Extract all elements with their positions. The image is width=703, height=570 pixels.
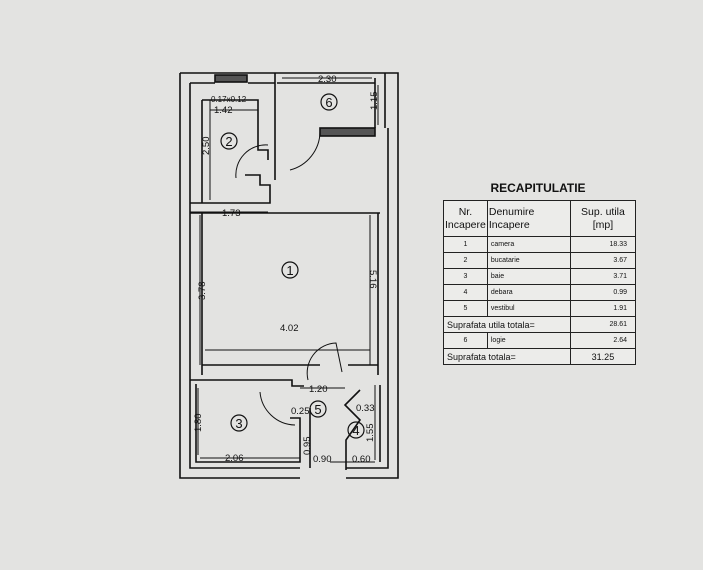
row-nr: 2 xyxy=(443,252,488,269)
dim-label: 5.16 xyxy=(367,270,378,289)
row-name: logie xyxy=(486,332,571,349)
row-name: debara xyxy=(486,284,571,301)
total-label: Suprafata totala= xyxy=(443,348,571,365)
dim-label: 1.42 xyxy=(214,105,233,116)
dim-label: 0.95 xyxy=(302,437,313,456)
room-1-label: 1 xyxy=(286,263,293,278)
dim-label: 2.50 xyxy=(201,137,212,156)
room-number-circles xyxy=(220,93,365,439)
room-2-label: 2 xyxy=(225,134,232,149)
header-nr: Nr. Incapere xyxy=(443,200,488,237)
walls xyxy=(179,72,399,479)
dim-label: 1.55 xyxy=(365,424,376,443)
header-name: Denumire Incapere xyxy=(486,200,571,237)
row-name: bucatarie xyxy=(486,252,571,269)
row-name: vestibul xyxy=(486,300,571,317)
row-area: 3.71 xyxy=(569,268,637,285)
dim-label: 2.30 xyxy=(318,74,337,85)
dim-label: 0.25 xyxy=(291,406,310,417)
dimension-labels: 2.30 1.15 0.17x0.12 1.42 2.50 1.73 3.78 … xyxy=(193,74,380,465)
dim-label: 3.78 xyxy=(197,282,208,301)
table-title: RECAPITULATIE xyxy=(490,181,586,195)
summary-table: Nr. Incapere Denumire Incapere Sup. util… xyxy=(443,200,637,365)
dim-label: 0.17x0.12 xyxy=(211,95,247,104)
header-area: Sup. utila [mp] xyxy=(569,200,637,237)
row-area: 1.91 xyxy=(569,300,637,317)
room-6-label: 6 xyxy=(325,95,332,110)
door-swings xyxy=(235,131,343,426)
room-5-label: 5 xyxy=(314,402,321,417)
total-value: 31.25 xyxy=(569,348,637,365)
dim-label: 0.33 xyxy=(356,403,375,414)
room-3-label: 3 xyxy=(235,416,242,431)
subtotal-value: 28.61 xyxy=(569,316,637,333)
dim-label: 1.20 xyxy=(309,384,328,395)
room-numbers: 1 2 3 4 5 6 xyxy=(225,95,359,438)
row-area: 3.67 xyxy=(569,252,637,269)
dim-label: 1.80 xyxy=(193,414,204,433)
row-area: 18.33 xyxy=(569,236,637,253)
row-nr: 3 xyxy=(443,268,488,285)
subtotal-row: Suprafata utila totala=28.61 xyxy=(443,316,637,333)
row-area: 2.64 xyxy=(569,332,637,349)
subtotal-label: Suprafata utila totala= xyxy=(443,316,571,333)
dim-label: 1.73 xyxy=(222,208,241,219)
dimension-lines xyxy=(190,77,379,465)
row-nr: 1 xyxy=(443,236,488,253)
row-name: baie xyxy=(486,268,571,285)
dim-label: 1.15 xyxy=(369,92,380,111)
row-nr: 5 xyxy=(443,300,488,317)
dim-label: 4.02 xyxy=(280,323,299,334)
dim-label: 0.90 xyxy=(313,454,332,465)
table-header: Nr. Incapere Denumire Incapere Sup. util… xyxy=(443,200,637,237)
row-area: 0.99 xyxy=(569,284,637,301)
total-row: Suprafata totala=31.25 xyxy=(443,348,637,365)
row-name: camera xyxy=(486,236,571,253)
dim-label: 2.06 xyxy=(225,453,244,464)
row-nr: 4 xyxy=(443,284,488,301)
row-nr: 6 xyxy=(443,332,488,349)
dim-label: 0.60 xyxy=(352,454,371,465)
room-4-label: 4 xyxy=(352,423,359,438)
